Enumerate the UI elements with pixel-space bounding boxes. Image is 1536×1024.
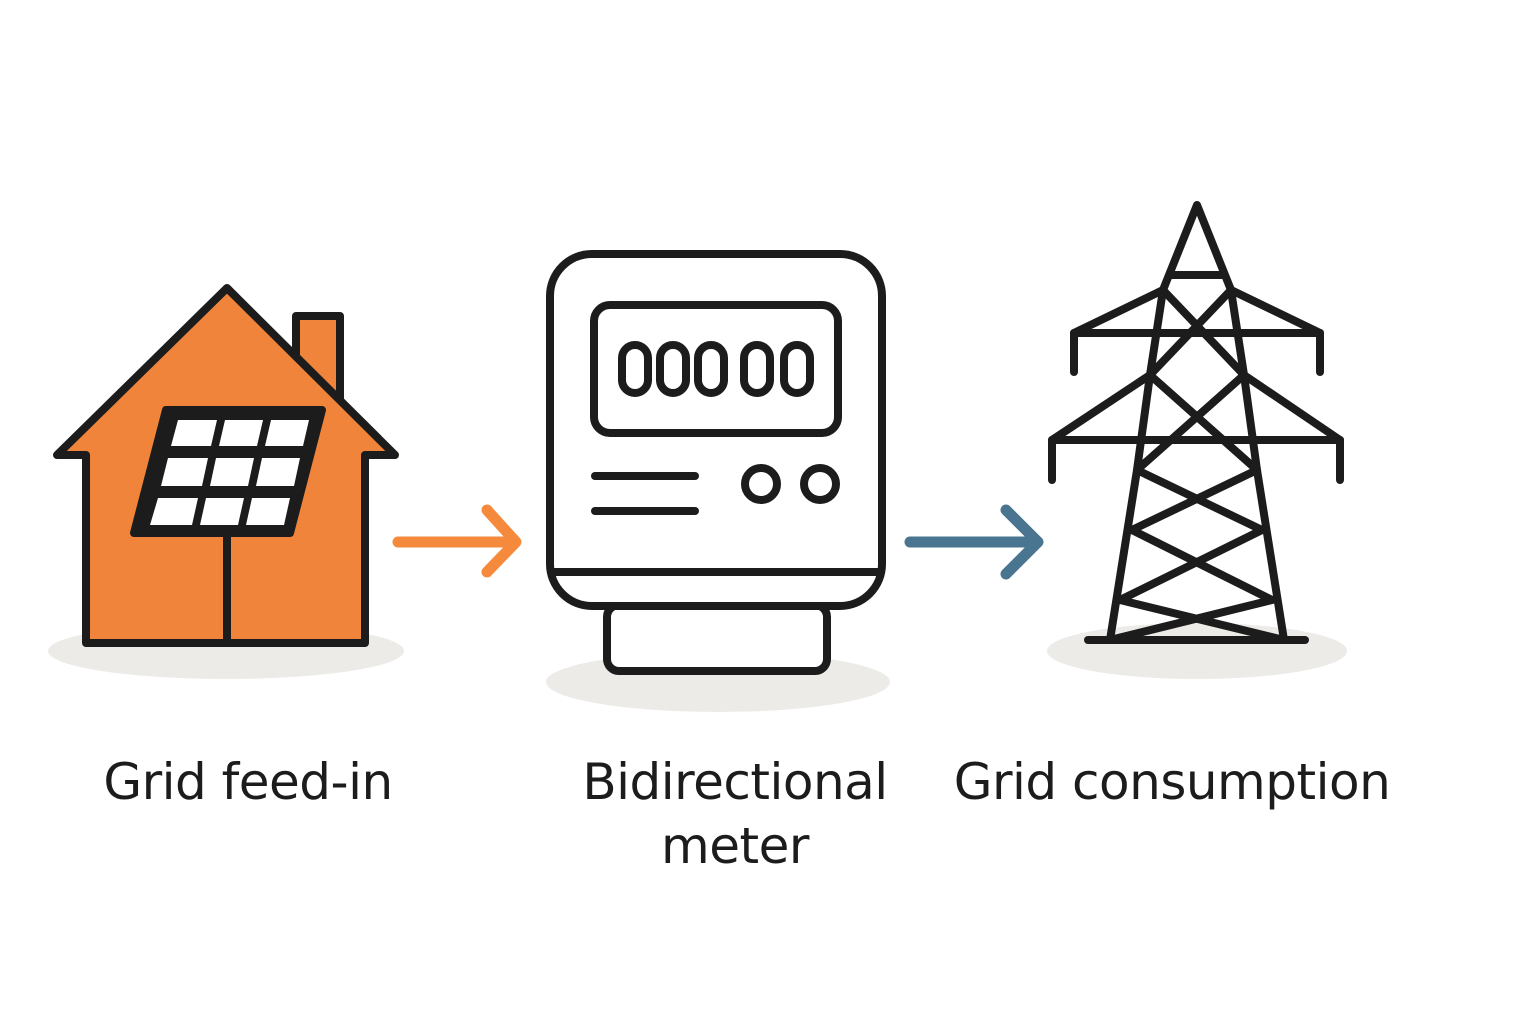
solar-panel-cells — [150, 420, 309, 525]
label-bidirectional-meter: Bidirectional meter — [582, 753, 888, 875]
meter-display — [590, 301, 842, 437]
pylon-lattice — [1106, 286, 1288, 644]
pylon-ground-shadow — [1047, 623, 1347, 679]
meter-digits — [618, 341, 814, 397]
meter-indicator — [741, 464, 781, 504]
pylon-lower-arm — [1048, 371, 1344, 444]
meter-indicator — [800, 464, 840, 504]
label-grid-consumption: Grid consumption — [953, 753, 1391, 811]
power-pylon-icon — [1048, 201, 1344, 644]
meter-base — [603, 601, 831, 675]
pylon-legs — [1106, 201, 1288, 644]
pylon-upper-arm — [1070, 286, 1324, 337]
solar-house-icon — [53, 284, 399, 647]
arrow-feed-in — [392, 504, 522, 578]
label-grid-feed-in: Grid feed-in — [103, 753, 393, 811]
electricity-meter-icon — [546, 250, 886, 675]
arrow-consumption — [904, 504, 1044, 580]
